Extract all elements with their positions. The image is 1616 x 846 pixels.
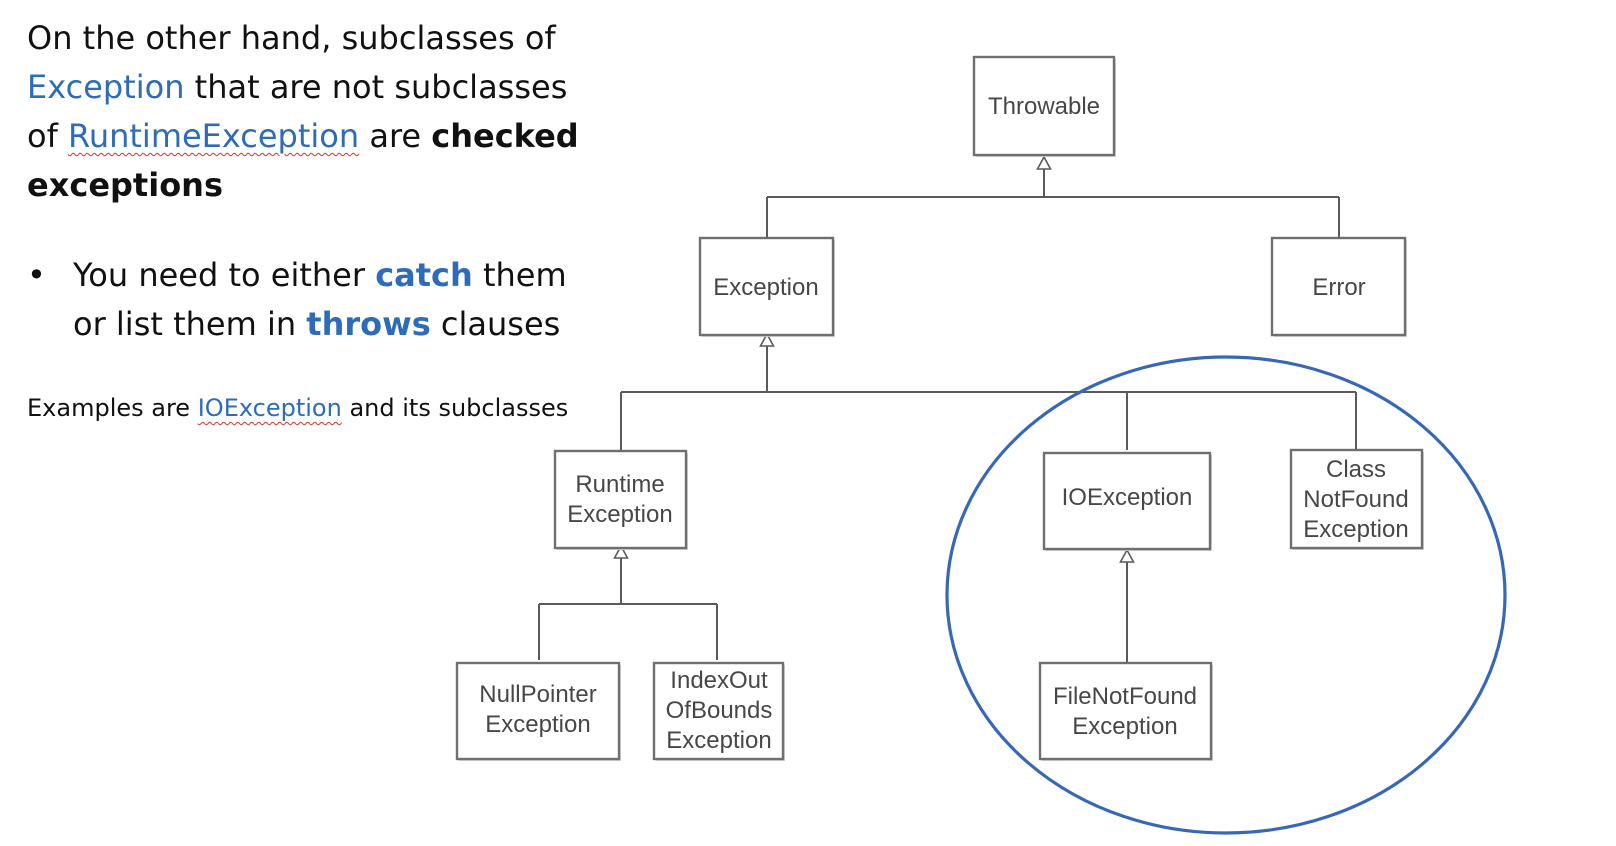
null-pointer-label-line: NullPointer — [479, 681, 596, 708]
bullet-text-2: them or list them in — [73, 256, 567, 343]
index-out-of-bounds-label-line: Exception — [666, 727, 771, 754]
class-runtime-exception-box — [553, 449, 688, 550]
bullet-item: • You need to either catch them or list … — [27, 251, 587, 349]
bullet-text-3: clauses — [440, 305, 561, 343]
class-exception: Exception — [698, 236, 835, 337]
io-exception-label-line: IOException — [1062, 484, 1193, 511]
class-file-not-found-exception-box — [1038, 661, 1213, 761]
file-not-found-label-line: Exception — [1072, 713, 1177, 740]
inheritance-arrows — [613, 155, 1135, 563]
edge-exception-children — [620, 345, 1357, 450]
intro-text-3: are — [369, 117, 422, 155]
class-throwable-box — [972, 55, 1116, 157]
examples-note: Examples are IOException and its subclas… — [27, 391, 587, 426]
index-out-of-bounds-label-line: OfBounds — [666, 697, 773, 724]
hierarchy-edges — [538, 168, 1357, 662]
arrow-to-exception — [759, 332, 775, 347]
class-index-out-of-bounds-exception-box — [652, 661, 785, 761]
class-not-found-label-line: Class — [1326, 456, 1386, 483]
exception-term: Exception — [27, 68, 185, 106]
intro-text-2: that are not subclasses of — [27, 68, 568, 155]
runtime-exception-label-line: Runtime — [575, 471, 664, 498]
edge-throwable-children — [766, 168, 1340, 237]
bullet-text-1: You need to either — [73, 256, 366, 294]
arrow-to-runtime-exception — [613, 544, 629, 559]
examples-text-1: Examples are — [27, 394, 191, 422]
class-ioexception-label: IOException — [1062, 484, 1193, 511]
class-ioexception-box — [1042, 451, 1212, 551]
checked-exceptions-emphasis: checked exceptions — [27, 117, 579, 204]
examples-text-2: and its subclasses — [349, 394, 569, 422]
class-not-found-label-line: Exception — [1303, 516, 1408, 543]
class-exception-label: Exception — [713, 274, 818, 301]
catch-keyword: catch — [375, 256, 473, 294]
intro-paragraph: On the other hand, subclasses of Excepti… — [27, 14, 587, 210]
class-throwable: Throwable — [972, 55, 1116, 157]
runtime-exception-label-line: Exception — [567, 501, 672, 528]
class-not-found-label-line: NotFound — [1303, 486, 1408, 513]
exception-label-line: Exception — [713, 274, 818, 301]
arrow-to-ioexception — [1119, 548, 1135, 563]
intro-text-1: On the other hand, subclasses of — [27, 19, 556, 57]
arrow-to-throwable — [1036, 155, 1052, 170]
edge-runtime-children — [538, 557, 718, 660]
throws-keyword: throws — [306, 305, 431, 343]
class-ioexception: IOException — [1042, 451, 1212, 551]
class-error-box — [1270, 236, 1407, 337]
class-error-label: Error — [1312, 274, 1365, 301]
class-class-not-found-exception-box — [1289, 448, 1424, 550]
runtime-exception-term: RuntimeException — [68, 117, 360, 155]
text-panel: On the other hand, subclasses of Excepti… — [27, 14, 587, 426]
index-out-of-bounds-label-line: IndexOut — [670, 667, 768, 694]
file-not-found-label-line: FileNotFound — [1053, 683, 1197, 710]
null-pointer-label-line: Exception — [485, 711, 590, 738]
throwable-label-line: Throwable — [988, 93, 1100, 120]
class-error: Error — [1270, 236, 1407, 337]
ioexception-term: IOException — [197, 394, 342, 422]
error-label-line: Error — [1312, 274, 1365, 301]
class-throwable-label: Throwable — [988, 93, 1100, 120]
bullet-marker: • — [27, 256, 46, 294]
checked-exceptions-highlight — [945, 355, 1507, 835]
class-null-pointer-exception-box — [455, 661, 621, 761]
class-exception-box — [698, 236, 835, 337]
